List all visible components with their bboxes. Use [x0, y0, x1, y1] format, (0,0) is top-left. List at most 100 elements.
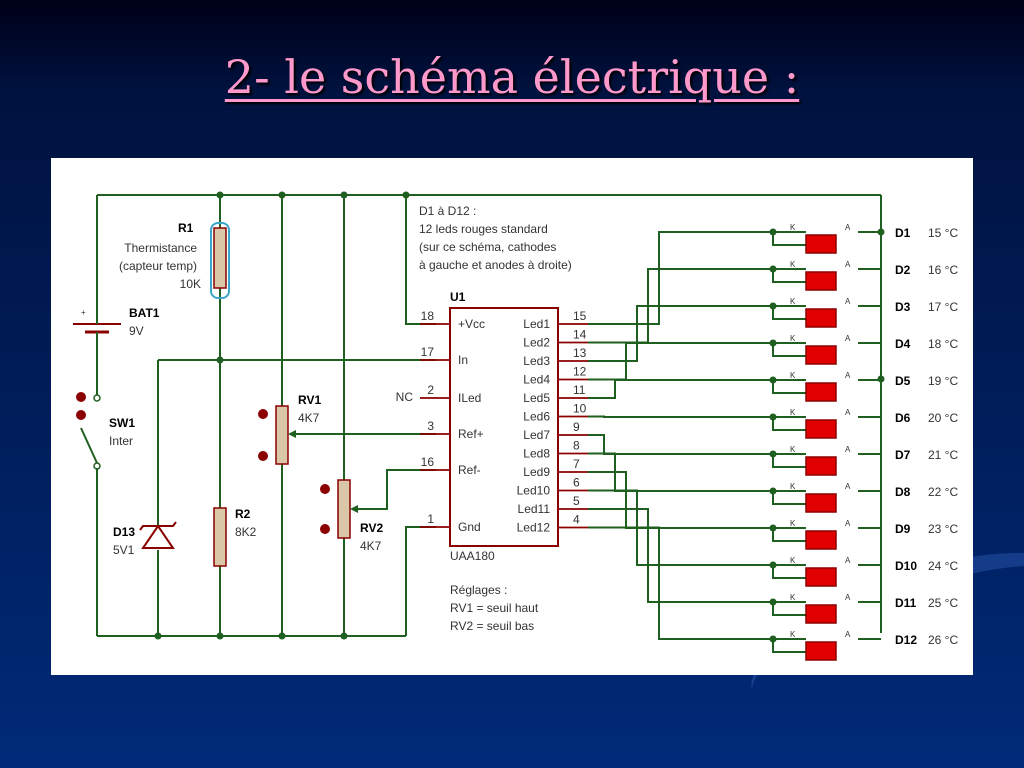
led-lead — [772, 601, 881, 616]
led-body — [805, 382, 837, 402]
potentiometer-rv2: RV2 4K7 — [320, 479, 383, 553]
svg-text:D1 à D12 :: D1 à D12 : — [419, 204, 476, 218]
led-lead — [772, 527, 881, 542]
ic-pin-number: 2 — [427, 383, 434, 397]
led-body — [805, 604, 837, 624]
led-body — [805, 419, 837, 439]
ic-pin-name: Gnd — [458, 520, 481, 534]
led-d4: K A D4 18 °C — [790, 334, 958, 365]
ic-pin-name: In — [458, 353, 468, 367]
ic-pin-name: Ref+ — [458, 427, 484, 441]
led-a-label: A — [845, 408, 851, 417]
svg-text:5V1: 5V1 — [113, 543, 135, 557]
led-ref: D1 — [895, 226, 911, 240]
led-k-label: K — [790, 297, 796, 306]
ic-pin-number: 11 — [573, 383, 586, 397]
wires — [96, 194, 882, 637]
led-lead — [772, 379, 881, 394]
svg-text:+: + — [81, 308, 86, 317]
led-body — [805, 641, 837, 661]
led-a-label: A — [845, 334, 851, 343]
led-temp: 18 °C — [928, 337, 958, 351]
led-temp: 20 °C — [928, 411, 958, 425]
svg-text:4K7: 4K7 — [360, 539, 382, 553]
ic-pin-name: Led8 — [523, 447, 550, 461]
ic-pin-number: 18 — [421, 309, 435, 323]
led-lead — [772, 453, 881, 468]
ic-pin-name: Ref- — [458, 463, 481, 477]
settings-note: Réglages : RV1 = seuil haut RV2 = seuil … — [450, 583, 539, 633]
led-trace — [588, 342, 806, 381]
led-body — [805, 345, 837, 365]
led-temp: 22 °C — [928, 485, 958, 499]
ic-right-pins: 15Led114Led213Led312Led411Led510Led69Led… — [517, 309, 588, 535]
svg-text:à gauche et anodes à droite): à gauche et anodes à droite) — [419, 258, 572, 272]
led-temp: 25 °C — [928, 596, 958, 610]
ic-pin-number: 5 — [573, 494, 580, 508]
svg-text:BAT1: BAT1 — [129, 306, 160, 320]
led-body — [805, 567, 837, 587]
led-ref: D4 — [895, 337, 911, 351]
led-temp: 17 °C — [928, 300, 958, 314]
led-k-label: K — [790, 482, 796, 491]
led-trace — [588, 471, 806, 529]
led-a-label: A — [845, 371, 851, 380]
led-lead — [772, 231, 881, 246]
svg-text:Réglages :: Réglages : — [450, 583, 507, 597]
led-k-label: K — [790, 445, 796, 454]
led-body — [805, 493, 837, 513]
ic-u1: U1 UAA180 18+Vcc17In2ILed3Ref+16Ref-1Gnd… — [420, 290, 588, 563]
led-ref: D11 — [895, 596, 917, 610]
ic-pin-number: 4 — [573, 513, 580, 527]
svg-text:12 leds rouges standard: 12 leds rouges standard — [419, 222, 548, 236]
svg-text:RV1 = seuil haut: RV1 = seuil haut — [450, 601, 539, 615]
svg-text:9V: 9V — [129, 324, 144, 338]
leds-note: D1 à D12 : 12 leds rouges standard (sur … — [419, 204, 572, 272]
led-a-label: A — [845, 482, 851, 491]
led-k-label: K — [790, 334, 796, 343]
svg-text:R1: R1 — [178, 221, 194, 235]
svg-text:8K2: 8K2 — [235, 525, 257, 539]
led-temp: 24 °C — [928, 559, 958, 573]
slide-title: 2- le schéma électrique : — [224, 50, 800, 104]
led-trace — [588, 231, 806, 325]
svg-text:Thermistance: Thermistance — [124, 241, 197, 255]
ic-pin-number: 15 — [573, 309, 587, 323]
ic-pin-name: Led1 — [523, 317, 550, 331]
led-body — [805, 308, 837, 328]
svg-text:UAA180: UAA180 — [450, 549, 495, 563]
ic-pin-name: ILed — [458, 391, 481, 405]
led-a-label: A — [845, 593, 851, 602]
led-trace — [588, 379, 806, 399]
svg-text:Inter: Inter — [109, 434, 133, 448]
led-ref: D6 — [895, 411, 911, 425]
ic-pin-number: 14 — [573, 328, 587, 342]
led-a-label: A — [845, 519, 851, 528]
svg-text:RV1: RV1 — [298, 393, 321, 407]
ic-pin-number: 1 — [427, 512, 434, 526]
svg-text:10K: 10K — [180, 277, 201, 291]
led-temp: 15 °C — [928, 226, 958, 240]
svg-text:RV2: RV2 — [360, 521, 383, 535]
ic-pin-number: 16 — [421, 455, 435, 469]
led-k-label: K — [790, 371, 796, 380]
led-k-label: K — [790, 556, 796, 565]
potentiometer-rv1: RV1 4K7 — [258, 393, 321, 465]
led-temp: 16 °C — [928, 263, 958, 277]
circuit-schematic: D1 à D12 : 12 leds rouges standard (sur … — [73, 191, 958, 661]
ic-pin-number: 13 — [573, 346, 587, 360]
ic-pin-name: Led7 — [523, 428, 550, 442]
led-lead — [772, 268, 881, 283]
ic-pin-name: +Vcc — [458, 317, 485, 331]
ic-pin-number: 3 — [427, 419, 434, 433]
zener-diode-d13: D13 5V1 — [113, 521, 177, 557]
led-ref: D3 — [895, 300, 911, 314]
